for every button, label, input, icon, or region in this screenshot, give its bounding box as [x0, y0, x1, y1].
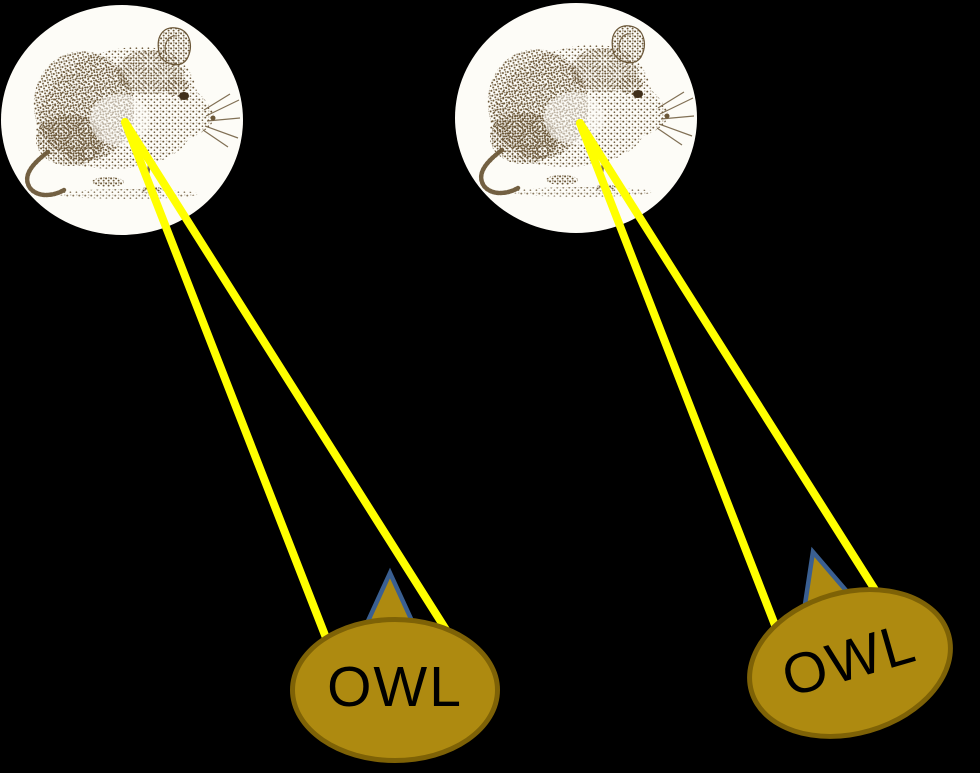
beam-right-outer [576, 119, 888, 608]
owl-ellipse: OWL [290, 617, 500, 763]
owl-node-right: OWL [728, 546, 972, 763]
beam-lines [121, 118, 888, 652]
beam-left-inner [121, 118, 454, 640]
owl-node-left: OWL [290, 567, 500, 763]
beam-left-outer [121, 118, 334, 652]
owl-label: OWL [327, 654, 463, 719]
mouse-illustration [455, 3, 697, 233]
owl-label: OWL [774, 610, 924, 710]
beam-right-inner [576, 119, 784, 642]
